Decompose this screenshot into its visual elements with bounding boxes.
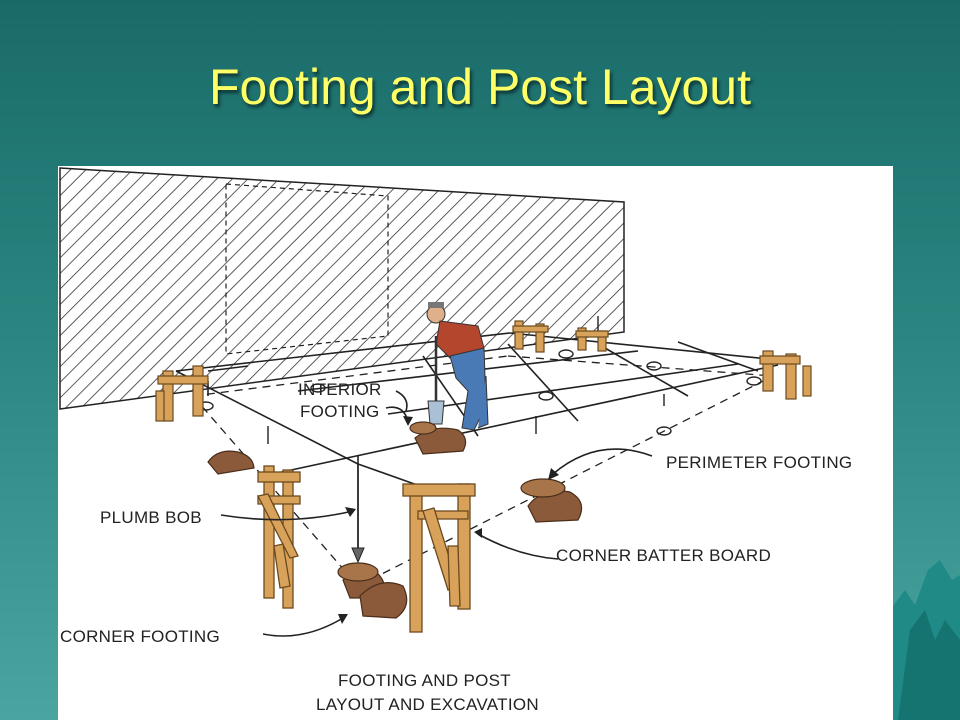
caption-line-2: LAYOUT AND EXCAVATION bbox=[316, 695, 539, 714]
batter-board-back-middle bbox=[512, 320, 609, 353]
slide-title: Footing and Post Layout bbox=[208, 59, 752, 115]
footing-layout-illustration: INTERIOR FOOTING PERIMETER FOOTING PLUMB… bbox=[59, 167, 852, 714]
worker-figure bbox=[426, 302, 489, 431]
label-corner-batter-board: CORNER BATTER BOARD bbox=[556, 546, 771, 565]
corner-batter-board-front-right bbox=[402, 483, 476, 633]
batter-board-back-right bbox=[759, 350, 812, 400]
excavation-outline bbox=[192, 355, 774, 587]
batter-board-back-left bbox=[155, 365, 209, 422]
caption-line-1: FOOTING AND POST bbox=[338, 671, 511, 690]
existing-wall bbox=[59, 167, 625, 410]
label-interior-2: FOOTING bbox=[300, 402, 380, 421]
plumb-bob bbox=[351, 464, 365, 564]
label-corner-footing: CORNER FOOTING bbox=[60, 627, 220, 646]
footing-marks bbox=[198, 316, 762, 444]
diagram-panel: INTERIOR FOOTING PERIMETER FOOTING PLUMB… bbox=[58, 166, 893, 720]
label-interior-1: INTERIOR bbox=[298, 380, 382, 399]
corner-batter-board-front-left bbox=[257, 465, 301, 609]
label-perimeter-footing: PERIMETER FOOTING bbox=[666, 453, 852, 472]
mountain-decoration bbox=[880, 560, 960, 720]
dirt-piles bbox=[207, 421, 583, 619]
label-plumb-bob: PLUMB BOB bbox=[100, 508, 202, 527]
arrowheads bbox=[338, 416, 559, 624]
